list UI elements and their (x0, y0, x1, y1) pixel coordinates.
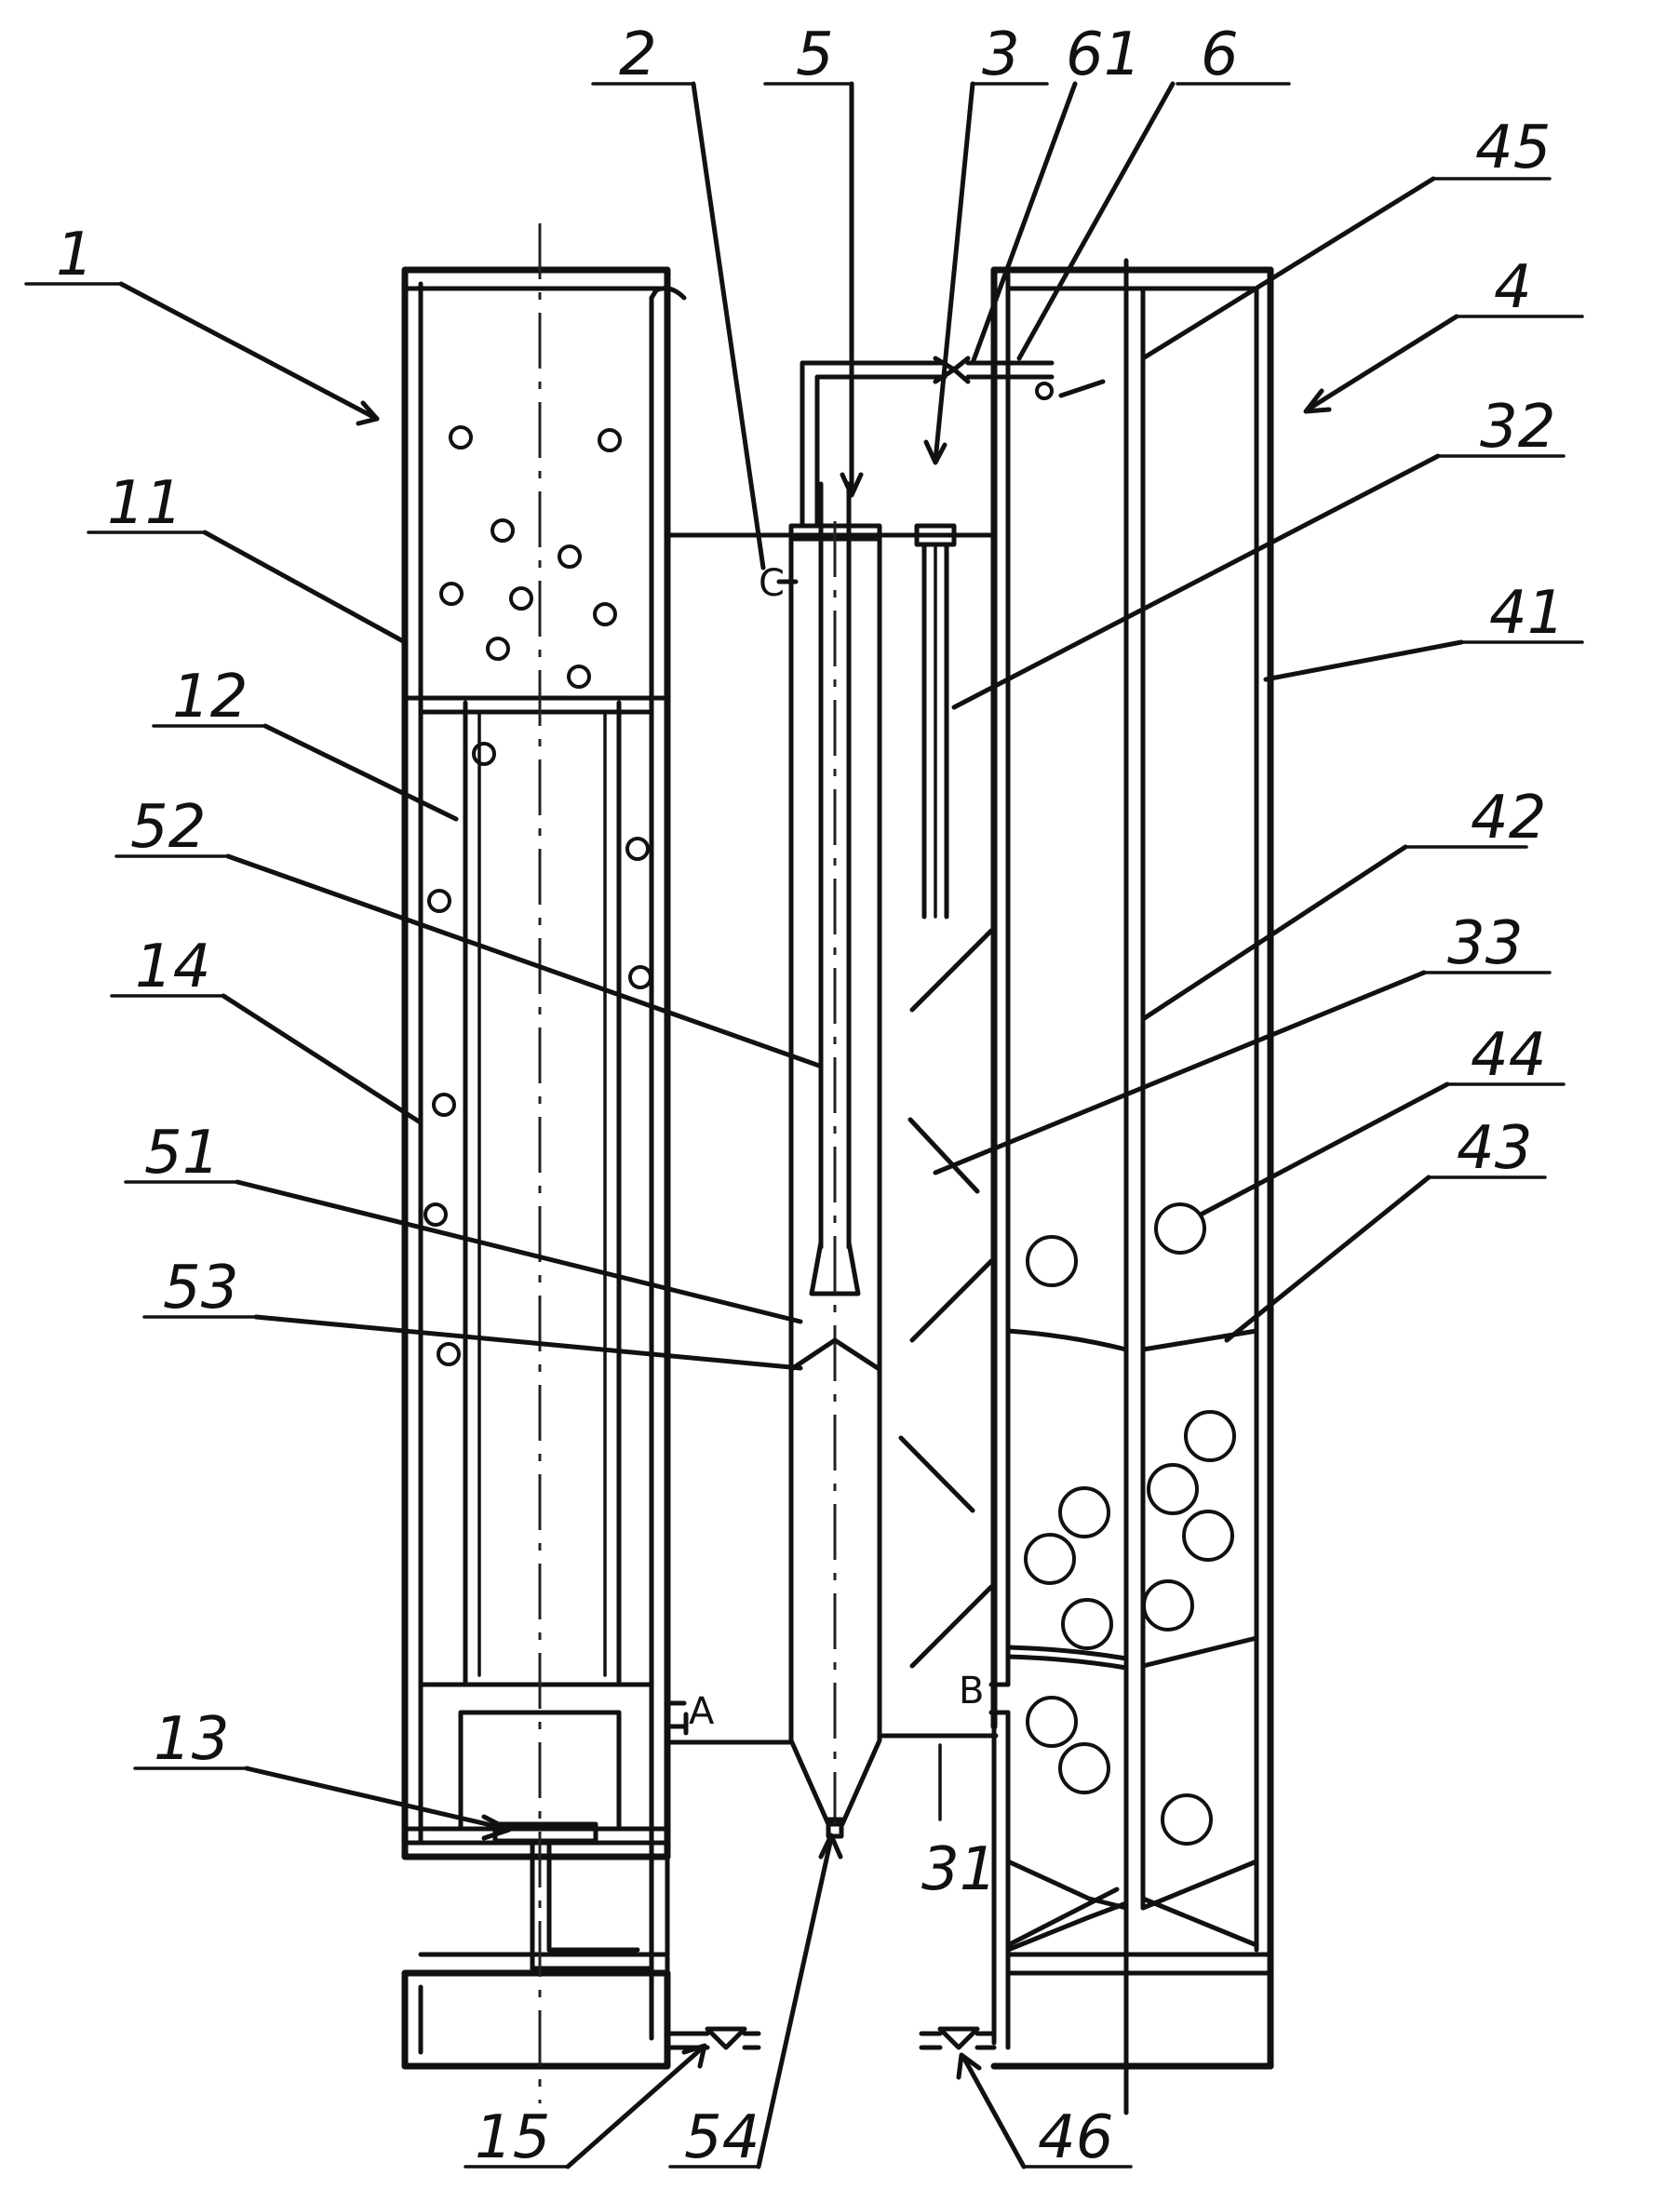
left-column-base (401, 1952, 671, 2070)
port-markers (683, 579, 799, 1736)
label-45: 45 (1475, 114, 1551, 182)
label-11: 11 (107, 469, 182, 538)
label-33: 33 (1447, 909, 1523, 978)
gas-distributor (492, 1821, 654, 1971)
downcomer-tube (788, 481, 882, 1839)
label-12: 12 (172, 663, 248, 732)
valve-15 (665, 2026, 761, 2050)
label-15: 15 (475, 2103, 550, 2172)
port-label-b: B (959, 1670, 984, 1712)
left-reactor-column (401, 266, 671, 1860)
label-61: 61 (1066, 20, 1141, 89)
label-31: 31 (921, 1835, 997, 1904)
label-5: 5 (796, 20, 834, 89)
label-54: 54 (684, 2103, 759, 2172)
part-labels: 1 2 5 3 61 6 45 4 32 41 42 33 44 43 11 1… (56, 20, 1565, 2172)
label-32: 32 (1480, 393, 1555, 462)
right-draft-tube (1123, 258, 1245, 2115)
label-51: 51 (144, 1119, 220, 1188)
central-vessel (665, 266, 1011, 2050)
port-label-c: C (759, 562, 785, 605)
label-13: 13 (154, 1705, 229, 1774)
baffles (898, 928, 994, 1669)
label-14: 14 (135, 933, 210, 1001)
left-external-pipe (649, 286, 687, 2050)
left-column-particles (423, 425, 652, 1366)
label-43: 43 (1457, 1114, 1532, 1183)
tube-32 (914, 523, 957, 920)
label-3: 3 (982, 20, 1020, 89)
label-44: 44 (1471, 1021, 1546, 1090)
leader-lines (24, 81, 1584, 2169)
label-53: 53 (163, 1254, 238, 1323)
label-1: 1 (56, 221, 94, 289)
port-label-a: A (689, 1690, 715, 1733)
overflow-pipe (800, 356, 1055, 529)
inner-tube (418, 700, 654, 1832)
label-52: 52 (130, 793, 206, 862)
right-reactor-column (990, 266, 1274, 2070)
label-46: 46 (1038, 2103, 1113, 2172)
screen-plates (1005, 1328, 1259, 1671)
right-column-particles (1024, 382, 1236, 1846)
label-6: 6 (1201, 20, 1239, 89)
valve-46 (919, 2026, 997, 2050)
label-42: 42 (1471, 784, 1546, 853)
label-4: 4 (1494, 253, 1532, 322)
label-2: 2 (619, 20, 657, 89)
right-cone-bottom (1005, 1859, 1259, 1953)
label-41: 41 (1489, 579, 1565, 648)
